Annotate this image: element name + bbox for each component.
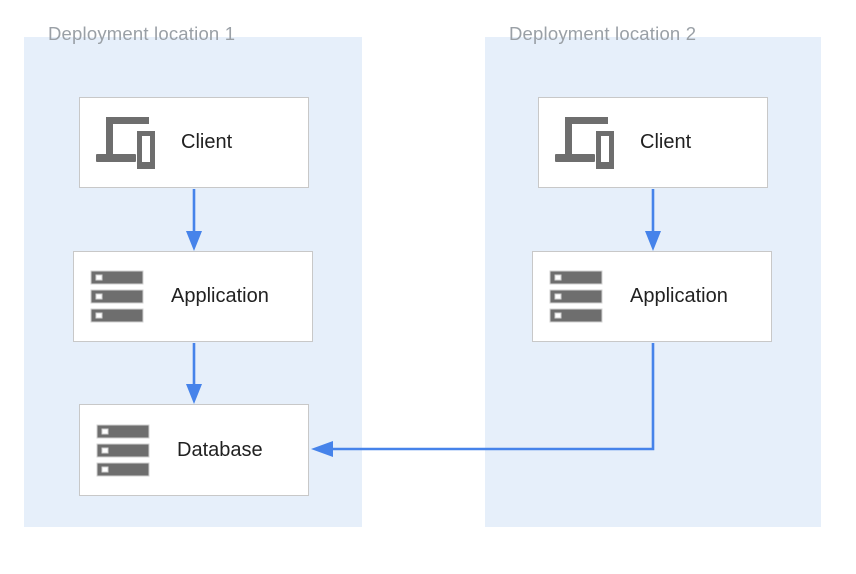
node-database-1: Database: [79, 404, 309, 496]
deployment-location-1-label: Deployment location 1: [48, 23, 236, 44]
node-application-1: Application: [73, 251, 313, 342]
node-client-2: Client: [538, 97, 768, 188]
node-label: Application: [630, 285, 728, 307]
storage-icon: [549, 270, 603, 323]
devices-icon: [96, 116, 155, 169]
node-label: Client: [181, 131, 233, 153]
deployment-location-2-label: Deployment location 2: [509, 23, 697, 44]
storage-icon: [90, 270, 144, 323]
node-label: Client: [640, 131, 692, 153]
node-label: Application: [171, 285, 269, 307]
storage-icon: [96, 424, 150, 476]
node-application-2: Application: [532, 251, 772, 342]
node-client-1: Client: [79, 97, 309, 188]
node-label: Database: [177, 438, 263, 461]
devices-icon: [555, 116, 614, 169]
